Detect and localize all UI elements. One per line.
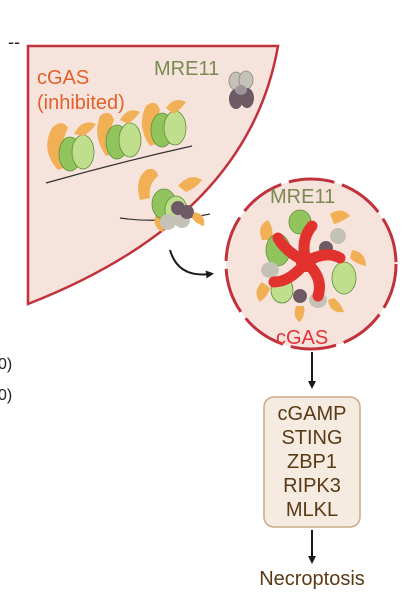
nucleosome-cgas-icon (141, 100, 187, 148)
activated-complex-icon (256, 209, 366, 322)
clipped-text-line2: 0) (0, 387, 12, 404)
clipped-text-line1: 0) (0, 356, 12, 373)
outcome-necroptosis: Necroptosis (259, 568, 365, 590)
pathway-item-sting: STING (281, 427, 342, 449)
nucleosome-mre11-binding-icon (138, 168, 205, 232)
wedge-cgas-label: cGAS (37, 67, 89, 89)
activation-circle: MRE11 cGAS (224, 177, 398, 351)
circle-mre11-label: MRE11 (270, 186, 335, 208)
curved-arrow (169, 249, 214, 279)
circle-cgas-label: cGAS (276, 327, 328, 349)
pathway-box: cGAMP STING ZBP1 RIPK3 MLKL (263, 396, 361, 528)
pathway-item-cgamp: cGAMP (278, 403, 347, 425)
clipped-dashes: -- (8, 32, 20, 52)
dna-strand-upper (45, 145, 193, 184)
mre11-complex-icon (228, 70, 254, 109)
pathway-item-ripk3: RIPK3 (283, 475, 341, 497)
pathway-item-mlkl: MLKL (286, 499, 338, 521)
nucleosome-cgas-icon (97, 110, 142, 160)
nucleosome-cgas-icon (47, 122, 96, 172)
wedge-cgas-inhibited-label: (inhibited) (37, 92, 125, 114)
wedge-mre11-label: MRE11 (154, 58, 219, 80)
pathway-item-zbp1: ZBP1 (287, 451, 337, 473)
chromatin-wedge: cGAS (inhibited) MRE11 (26, 44, 280, 306)
pathway-box-shape (263, 396, 361, 528)
